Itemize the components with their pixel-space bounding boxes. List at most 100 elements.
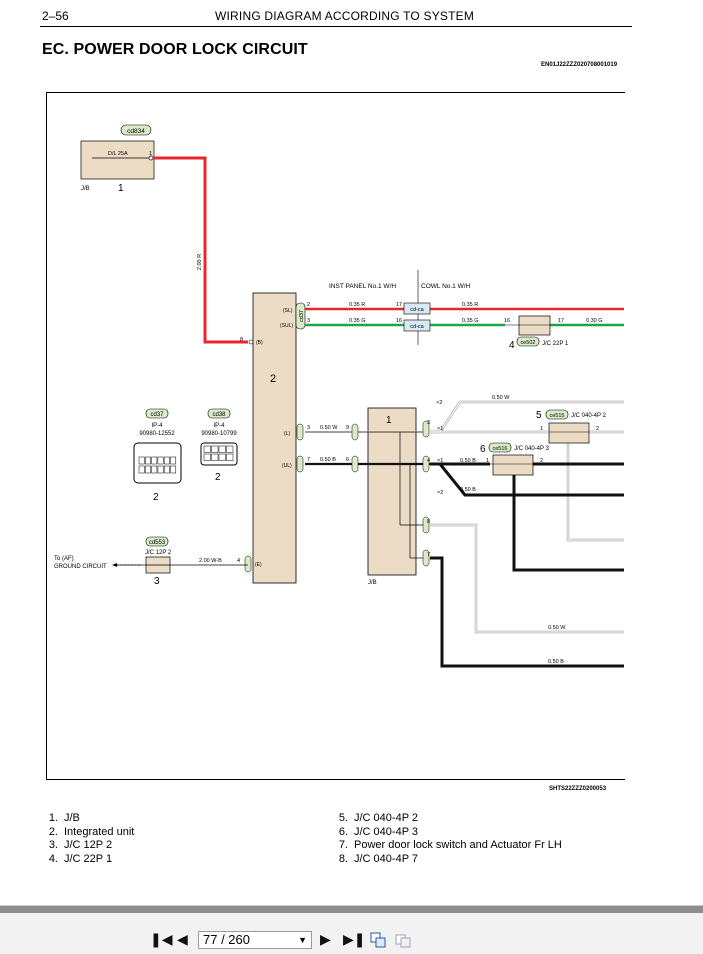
code-cd37: cd37 [150, 412, 164, 418]
wire-label-035g-right: 0.35 G [462, 318, 479, 324]
code-cdca-2: cd-ca [410, 324, 424, 330]
wire-label-050b-3: 0.50 B [460, 487, 476, 493]
viewer-toolbar: ❚◀ ◀ 77 / 260 ▼ ▶ ▶❚ [0, 905, 703, 954]
svg-text:6: 6 [346, 457, 349, 463]
cd38-part: 90980-10799 [201, 431, 237, 437]
ground-line-1: To (AF) [54, 556, 74, 562]
svg-text:7: 7 [427, 552, 430, 558]
code-ce515: ce515 [550, 413, 565, 419]
page-number: 2–56 [42, 9, 69, 23]
wire-label-200wb: 2.00 W-B [199, 558, 222, 564]
legend-left: 1.J/B 2.Integrated unit 3.J/C 12P 2 4.J/… [40, 812, 135, 866]
code-cd834: cd834 [127, 128, 145, 135]
fuse-label: D/L 25A [108, 151, 128, 157]
page-selector[interactable]: 77 / 260 ▼ [198, 931, 312, 949]
wire-label-050w-2: 0.50 W [492, 395, 510, 401]
fit-width-icon[interactable] [395, 932, 411, 950]
cd37-part: 90980-12552 [139, 431, 175, 437]
wire-label-050b-4: 0.50 B [548, 659, 564, 665]
legend-item: 7.Power door lock switch and Actuator Fr… [338, 839, 562, 851]
jc-22p-name: J/C 22P 1 [542, 341, 569, 347]
jc-22p-box [518, 315, 551, 336]
jb-mid-num: 1 [386, 415, 392, 426]
horizontal-scrollbar[interactable] [0, 906, 703, 913]
unit-pin-b: (B) [256, 340, 263, 346]
code-cd38: cd38 [212, 412, 226, 418]
integrated-unit-num: 2 [270, 373, 276, 385]
wire-label-050w-3: 0.50 W [548, 625, 566, 631]
legend-item: 8.J/C 040-4P 7 [338, 852, 419, 865]
svg-text:2: 2 [307, 302, 310, 308]
svg-text:17: 17 [558, 318, 564, 324]
svg-text:16: 16 [504, 318, 510, 324]
svg-text:2: 2 [596, 426, 599, 432]
code-ce516: ce516 [493, 446, 508, 452]
cd38-num: 2 [215, 472, 221, 483]
wire-label-035r-right: 0.35 R [462, 302, 478, 308]
jb-top-num: 1 [118, 183, 124, 194]
jc-4p3-num: 6 [480, 444, 486, 455]
svg-text:3: 3 [307, 318, 310, 324]
fit-page-icon[interactable] [370, 932, 386, 950]
legend-item: 3.J/C 12P 2 [48, 839, 113, 851]
jc-4p2-box [548, 422, 590, 444]
unit-pin-8: 8 [240, 337, 243, 343]
jb-pin-1: 1 [149, 151, 152, 157]
first-page-icon[interactable]: ❚◀ [150, 931, 173, 947]
jb-top-label: J/B [81, 186, 90, 192]
ground-line-2: GROUND CIRCUIT [54, 564, 107, 570]
unit-pin-l: (L) [284, 431, 290, 437]
svg-text:×1: ×1 [437, 458, 443, 464]
svg-text:×2: ×2 [436, 400, 442, 406]
wire-label-200r: 2.00 R [197, 254, 203, 270]
jb-top-box [80, 140, 155, 180]
svg-text:7: 7 [307, 457, 310, 463]
svg-text:×1: ×1 [437, 426, 443, 432]
code-ce502: ce502 [521, 340, 536, 346]
svg-text:4: 4 [237, 558, 240, 564]
legend-item: 6.J/C 040-4P 3 [338, 825, 419, 838]
scrollbar-thumb[interactable] [0, 906, 703, 913]
unit-pin-e: (E) [255, 562, 262, 568]
page-field-value: 77 / 260 [203, 932, 250, 947]
jc-4p2-num: 5 [536, 410, 542, 421]
jc-12p-num: 3 [154, 576, 160, 587]
cd38-type: IP-4 [213, 423, 225, 429]
next-page-icon[interactable]: ▶ [320, 931, 331, 947]
integrated-unit-box [252, 292, 297, 584]
code-cd37-side: cd37 [299, 310, 305, 322]
wiring-diagram: cd834 D/L 25A 1 J/B 1 2.00 R 2 8 (B) (SL… [54, 124, 624, 668]
last-page-icon[interactable]: ▶❚ [343, 931, 366, 947]
jc-22p-num: 4 [509, 340, 515, 351]
jb-mid-label: J/B [368, 580, 377, 586]
wire-label-050b-1: 0.50 B [320, 457, 336, 463]
document-id: EN01J22ZZZ020708001019 [541, 62, 618, 68]
section-title: EC. POWER DOOR LOCK CIRCUIT [42, 41, 308, 58]
legend-right: 5.J/C 040-4P 2 6.J/C 040-4P 3 7.Power do… [330, 812, 562, 866]
wire-2-00-r [153, 156, 248, 344]
code-cd553: cd553 [149, 540, 166, 546]
page-header-title: WIRING DIAGRAM ACCORDING TO SYSTEM [215, 9, 475, 23]
legend-item: 1.J/B [48, 812, 80, 824]
legend-item: 2.Integrated unit [48, 825, 135, 838]
cd37-num: 2 [153, 492, 159, 503]
code-cdca-1: cd-ca [410, 307, 424, 313]
wire-label-050b-2: 0.50 B [460, 458, 476, 464]
prev-page-icon[interactable]: ◀ [177, 931, 188, 947]
wire-label-035g-left: 0.35 G [349, 318, 366, 324]
svg-text:×2: ×2 [437, 490, 443, 496]
code-badge-cd834 [120, 124, 152, 136]
unit-pin-ul: (UL) [282, 463, 292, 469]
svg-text:3: 3 [307, 425, 310, 431]
chevron-down-icon[interactable]: ▼ [298, 935, 307, 945]
document-page: 2–56 WIRING DIAGRAM ACCORDING TO SYSTEM … [40, 9, 632, 866]
svg-text:4: 4 [427, 458, 430, 464]
figure-id: SHTS22ZZZ0200053 [549, 786, 607, 792]
svg-text:9: 9 [346, 425, 349, 431]
jc-12p-name: J/C 12P 2 [145, 550, 172, 556]
jc-4p2-name: J/C 040-4P 2 [571, 413, 607, 419]
jc-4p3-name: J/C 040-4P 3 [514, 446, 550, 452]
unit-pin-sl: (SL) [283, 308, 293, 314]
svg-text:1: 1 [540, 426, 543, 432]
svg-text:1: 1 [486, 458, 489, 464]
